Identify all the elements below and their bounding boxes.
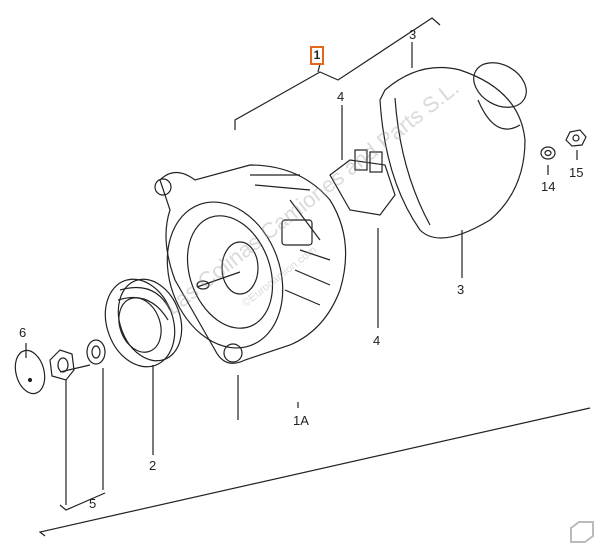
alternator-body [154, 164, 347, 364]
front-hardware [14, 339, 106, 395]
callout-washer[interactable]: 14 [541, 179, 556, 194]
callout-cover-bottom[interactable]: 3 [457, 282, 465, 297]
callout-assembly-variant[interactable]: 1A [293, 413, 309, 428]
pulley [104, 278, 183, 368]
callout-cover-top[interactable]: 3 [409, 27, 417, 42]
callout-pulley[interactable]: 2 [149, 458, 157, 473]
callout-cap[interactable]: 6 [19, 325, 27, 340]
logo-icon [570, 521, 594, 543]
callout-nut-group[interactable]: 5 [89, 496, 97, 511]
leader-lines [25, 17, 591, 537]
callout-main-assembly[interactable]: 1 [310, 46, 324, 65]
callout-regulator-top[interactable]: 4 [337, 89, 345, 104]
small-hardware [540, 129, 587, 160]
callout-regulator-bottom[interactable]: 4 [373, 333, 381, 348]
regulator [329, 149, 396, 216]
rear-cover [379, 62, 527, 239]
callout-nut[interactable]: 15 [569, 165, 584, 180]
